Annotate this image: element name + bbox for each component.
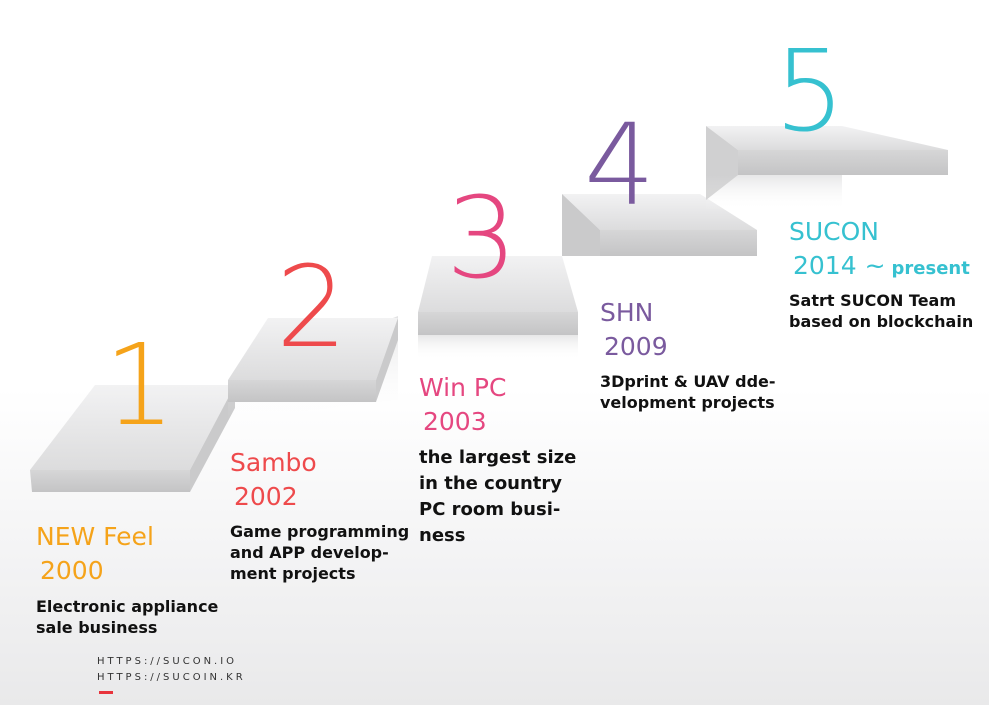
step-1-company: NEW Feel — [36, 522, 154, 551]
step-1-description-line: sale business — [36, 618, 158, 637]
step-2-description: Game programming and APP develop- ment p… — [230, 521, 409, 584]
step-3-number: 3 — [446, 174, 518, 304]
step-5-description: Satrt SUCON Team based on blockchain — [789, 290, 973, 332]
step-3-description-line: ness — [419, 525, 466, 546]
step-4-description: 3Dprint & UAV dde- velopment projects — [600, 371, 776, 413]
step-1-number: 1 — [104, 321, 176, 451]
step-2-company: Sambo — [230, 448, 317, 477]
step-5-number: 5 — [774, 27, 846, 157]
step-2-label: Sambo 2002 — [230, 446, 317, 514]
step-1-description: Electronic appliance sale business — [36, 596, 218, 638]
step-1-description-line: Electronic appliance — [36, 597, 219, 616]
step-2-description-line: Game programming — [230, 522, 410, 541]
step-2-number: 2 — [276, 243, 348, 373]
step-4-company: SHN — [600, 298, 654, 327]
step-5-description-line: Satrt SUCON Team — [789, 291, 957, 310]
step-3-year: 2003 — [423, 407, 487, 436]
step-5-label: SUCON 2014 ~present — [789, 215, 970, 286]
step-3-description-line: PC room busi- — [419, 499, 561, 520]
step-1-year: 2000 — [40, 556, 104, 585]
step-3-company: Win PC — [419, 373, 507, 402]
step-2-description-line: ment projects — [230, 564, 356, 583]
step-3-description-line: in the country — [419, 473, 563, 494]
footer-url[interactable]: HTTPS://SUCOIN.KR — [97, 672, 246, 683]
step-1-label: NEW Feel 2000 — [36, 520, 154, 588]
step-1-block — [30, 385, 235, 492]
step-3-label: Win PC 2003 — [419, 371, 506, 439]
footer-urls: HTTPS://SUCON.IO HTTPS://SUCOIN.KR — [97, 654, 246, 686]
step-4-description-line: 3Dprint & UAV dde- — [600, 372, 776, 391]
step-5-description-line: based on blockchain — [789, 312, 974, 331]
step-5-year: 2014 ~ — [793, 251, 886, 280]
step-2-block — [228, 318, 398, 402]
step-2-year: 2002 — [234, 482, 298, 511]
step-2-description-line: and APP develop- — [230, 543, 389, 562]
step-5-block — [706, 126, 948, 210]
step-3-description-line: the largest size — [419, 447, 577, 468]
accent-bar — [99, 691, 113, 694]
footer-url[interactable]: HTTPS://SUCON.IO — [97, 656, 238, 667]
step-4-number: 4 — [584, 101, 656, 231]
step-4-year: 2009 — [604, 332, 668, 361]
step-5-year-line: 2014 ~present — [789, 249, 970, 286]
step-3-description: the largest size in the country PC room … — [419, 445, 576, 549]
step-3-block — [418, 256, 578, 360]
step-5-year-suffix: present — [891, 258, 970, 279]
step-4-description-line: velopment projects — [600, 393, 775, 412]
step-5-company: SUCON — [789, 217, 880, 246]
step-4-label: SHN 2009 — [600, 296, 668, 364]
